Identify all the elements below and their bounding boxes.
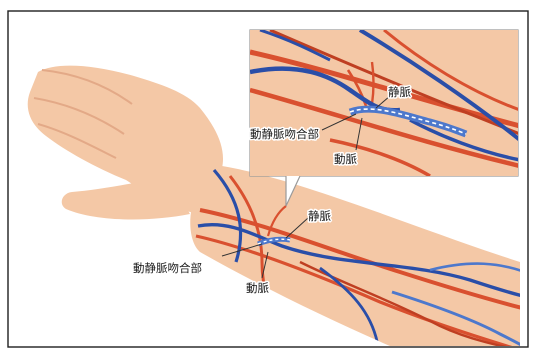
detail-label-artery: 動脈 [334,152,357,166]
main-label-anastomosis: 動静脈吻合部 [133,261,202,275]
detail-inset [250,30,520,176]
detail-label-anastomosis: 動静脈吻合部 [250,127,319,141]
detail-label-vein: 静脈 [388,85,411,99]
main-label-artery: 動脈 [246,281,269,295]
main-label-vein: 静脈 [308,209,331,223]
